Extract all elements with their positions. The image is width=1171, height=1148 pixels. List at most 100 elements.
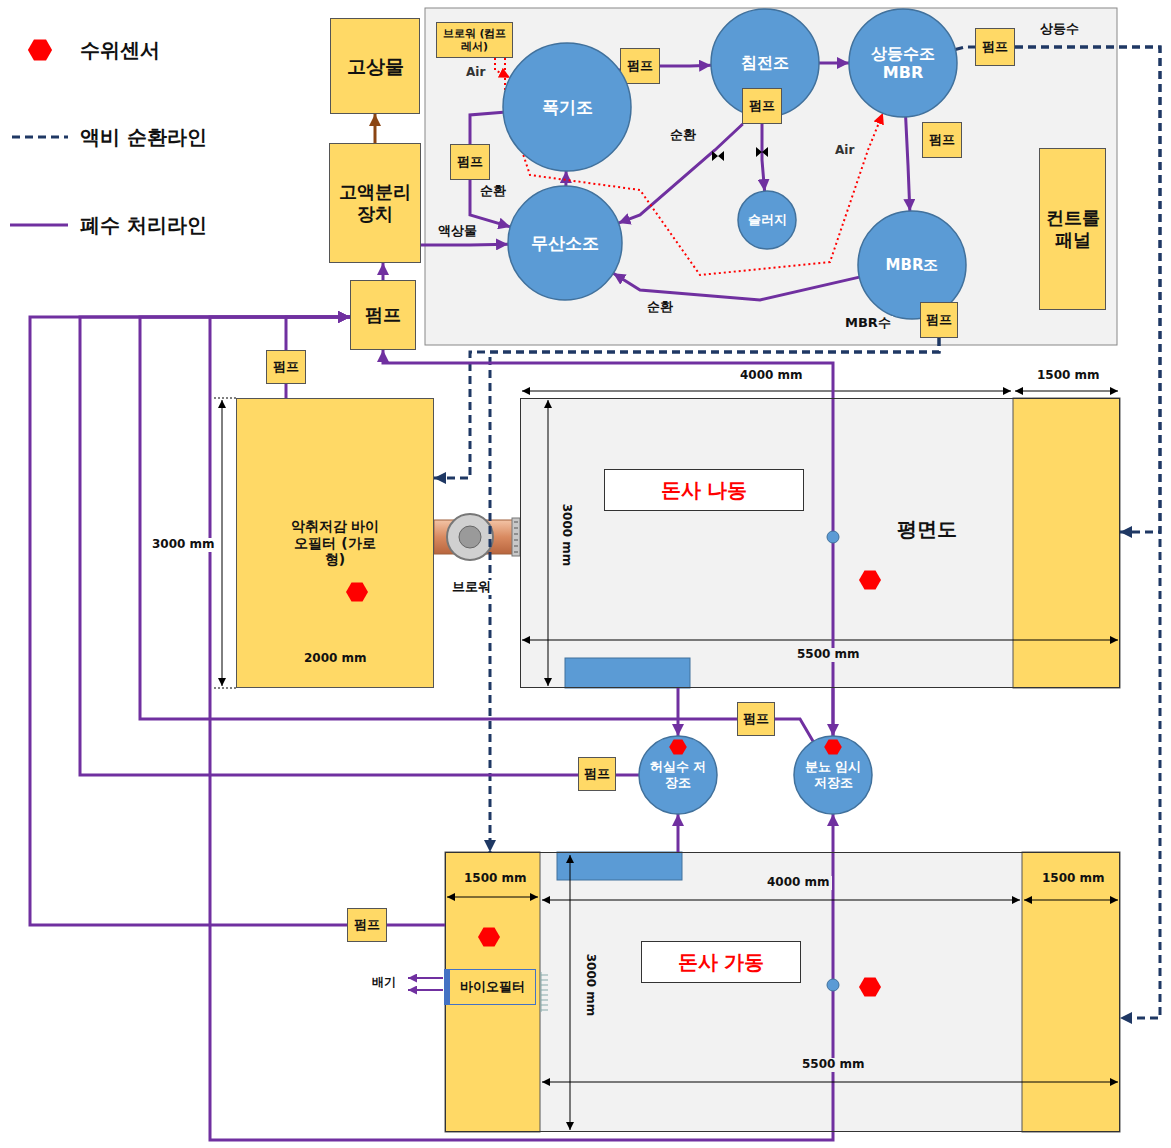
legend-text: 수위센서	[80, 37, 160, 64]
dimension-label: 1500 mm	[462, 872, 529, 886]
tank-circle-shape	[849, 9, 957, 117]
flow-line	[955, 47, 975, 50]
gutter	[565, 658, 690, 688]
level-sensor	[478, 928, 500, 947]
edge-label: Air	[833, 144, 856, 158]
process-box: 펌프	[578, 757, 616, 791]
note-label: 평면도	[895, 518, 959, 541]
flow-line	[470, 180, 510, 227]
tank-circle-shape	[794, 736, 872, 814]
node-text: 펌프	[354, 917, 380, 933]
valve-symbol	[712, 151, 724, 161]
tank-circle: 무산소조	[507, 185, 623, 301]
flow-line	[285, 384, 288, 398]
process-box: 펌프	[266, 350, 306, 384]
dimension-label: 3000 mm	[559, 502, 573, 569]
process-box: 고상물	[330, 18, 420, 114]
flow-line	[1015, 47, 1160, 1018]
level-sensor	[824, 739, 842, 754]
node-text: 고상물	[347, 55, 404, 78]
process-box: 펌프	[975, 28, 1015, 66]
node-text: 펌프	[273, 359, 299, 375]
flow-line	[210, 317, 833, 1140]
node-text: 악취저감 바이오필터 (가로형)	[285, 518, 385, 568]
building-strip	[1013, 398, 1120, 688]
node-text: 컨트롤 패널	[1043, 207, 1102, 250]
legend-swatch	[10, 225, 68, 226]
tank-circle-shape	[711, 9, 819, 117]
node-text: 돈사 나동	[604, 469, 804, 511]
flow-line	[374, 114, 377, 143]
legend-layer	[0, 0, 80, 260]
node-text: 펌프	[929, 132, 955, 148]
tank-circle-shape	[508, 186, 622, 300]
dimension-label: 3000 mm	[150, 538, 217, 552]
flow-line	[495, 58, 510, 78]
drain-point	[827, 979, 839, 991]
process-box: 펌프	[347, 908, 387, 942]
drain-pipe	[832, 852, 835, 1132]
valve-symbol	[756, 147, 768, 157]
process-box: 펌프	[737, 702, 775, 736]
flow-line	[1015, 47, 1160, 532]
flow-line	[618, 124, 742, 223]
flow-line	[616, 774, 639, 777]
flow-line	[490, 338, 939, 852]
node-text: 펌프	[743, 711, 769, 727]
flow-line	[819, 62, 849, 65]
building-strip	[445, 852, 540, 1132]
process-box: 펌프	[450, 144, 490, 180]
process-box: 악취저감 바이오필터 (가로형)	[236, 398, 434, 688]
dimension-label: 3000 mm	[583, 952, 597, 1019]
node-text: MBR조	[886, 256, 939, 274]
dimension-label: 1500 mm	[1035, 369, 1102, 383]
flow-line	[421, 243, 508, 247]
flow-line	[286, 317, 350, 350]
dimension-lines	[214, 391, 1118, 1130]
dimension-label: 2000 mm	[302, 652, 369, 666]
edge-label: 액상물	[436, 224, 479, 239]
node-text: 펌프	[584, 766, 610, 782]
edge-label: 순환	[645, 300, 675, 315]
edge-label: Air	[464, 66, 487, 80]
tank-circle-shape	[738, 191, 796, 249]
node-text: 침전조	[741, 53, 789, 72]
flow-line	[434, 338, 939, 478]
node-text: MBR	[883, 63, 923, 82]
flow-line	[387, 924, 445, 927]
tank-circle: 분뇨 임시 저장조	[793, 735, 873, 815]
level-sensor	[859, 571, 881, 590]
dimension-label: 5500 mm	[795, 648, 862, 662]
blower-symbol	[434, 514, 520, 560]
flow-line	[470, 112, 503, 144]
flow-line	[677, 688, 680, 736]
node-text: 폭기조	[542, 97, 593, 117]
node-text: 바이오필터	[460, 979, 525, 995]
level-sensor	[669, 739, 687, 754]
drain-point	[827, 531, 839, 543]
process-box: 펌프	[922, 122, 962, 158]
legend-swatch	[28, 40, 52, 61]
flow-line	[564, 171, 567, 186]
node-text: 펌프	[627, 58, 653, 74]
node-text: 펌프	[457, 154, 483, 170]
process-box: 펌프	[742, 88, 782, 124]
flow-line	[762, 124, 765, 191]
flow-line	[140, 317, 737, 719]
gutter	[557, 852, 682, 880]
flow-line	[906, 117, 910, 211]
node-text: 브로워 (컴프레서)	[440, 27, 509, 53]
flow-line	[832, 688, 835, 736]
process-box: 바이오필터	[444, 969, 536, 1005]
flow-line	[677, 814, 680, 852]
node-text: 상등수조	[871, 44, 935, 63]
barn-building: 돈사 가동바이오필터	[445, 852, 1120, 1132]
level-sensor	[346, 583, 368, 602]
note-label: 브로워	[450, 580, 493, 595]
flow-line	[383, 350, 833, 736]
tank-circle: 상등수조MBR	[848, 8, 958, 118]
flow-line	[660, 64, 711, 68]
node-text: 펌프	[749, 98, 775, 114]
node-text: 펌프	[982, 39, 1008, 55]
treatment-panel	[425, 8, 1117, 345]
